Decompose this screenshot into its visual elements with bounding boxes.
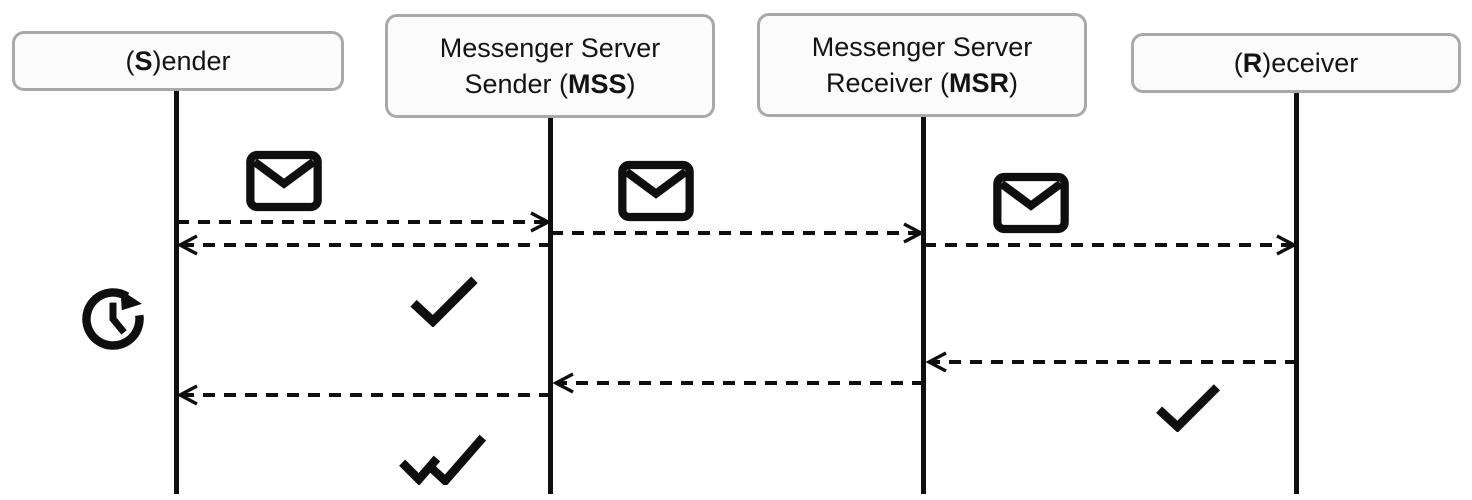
message-arrow-7-mss-to-sender: [176, 384, 551, 406]
actor-box-msr: Messenger Server Receiver (MSR): [757, 13, 1087, 117]
message-arrow-3-mss-to-msr: [551, 222, 924, 244]
double-check-icon: [399, 434, 487, 485]
actor-label-msr-line2: Receiver (MSR): [826, 65, 1018, 101]
actor-label-bold: S: [134, 46, 153, 76]
actor-label-bold: MSR: [949, 68, 1010, 98]
actor-label-mss-line2: Sender (MSS): [464, 66, 635, 102]
lifeline-receiver: [1294, 93, 1299, 494]
envelope-icon: [618, 160, 694, 222]
actor-label-receiver: (R)eceiver: [1234, 45, 1359, 81]
actor-label-part: )eceiver: [1262, 48, 1359, 78]
single-check-icon: [1156, 384, 1221, 432]
lifeline-sender: [174, 91, 179, 494]
actor-label-bold: R: [1242, 48, 1263, 78]
envelope-icon: [246, 150, 322, 212]
lifeline-msr: [921, 117, 926, 494]
clock-pending-icon: [82, 288, 144, 350]
lifeline-mss: [548, 118, 553, 494]
message-arrow-6-msr-to-mss: [552, 372, 924, 394]
actor-label-sender: (S)ender: [125, 43, 230, 79]
actor-label-part: ): [1009, 68, 1019, 98]
message-arrow-1-sender-to-mss: [177, 211, 551, 233]
message-arrow-5-receiver-to-msr: [925, 351, 1297, 373]
actor-box-sender: (S)ender: [12, 31, 344, 91]
message-arrow-4-msr-to-receiver: [924, 234, 1297, 256]
actor-box-mss: Messenger Server Sender (MSS): [385, 14, 715, 118]
actor-label-msr-line1: Messenger Server: [811, 32, 1033, 62]
message-arrow-2-mss-to-sender: [176, 234, 551, 256]
actor-label-bold: MSS: [568, 69, 627, 99]
envelope-icon: [993, 172, 1069, 234]
actor-label-part: )ender: [152, 46, 231, 76]
actor-label-part: (: [1233, 48, 1243, 78]
single-check-icon: [410, 276, 478, 327]
actor-label-part: Sender (: [464, 69, 569, 99]
actor-label-part: (: [125, 46, 135, 76]
actor-label-mss-line1: Messenger Server: [439, 33, 661, 63]
actor-label-part: Receiver (: [825, 68, 950, 98]
actor-label-part: ): [626, 69, 636, 99]
actor-box-receiver: (R)eceiver: [1131, 33, 1461, 93]
